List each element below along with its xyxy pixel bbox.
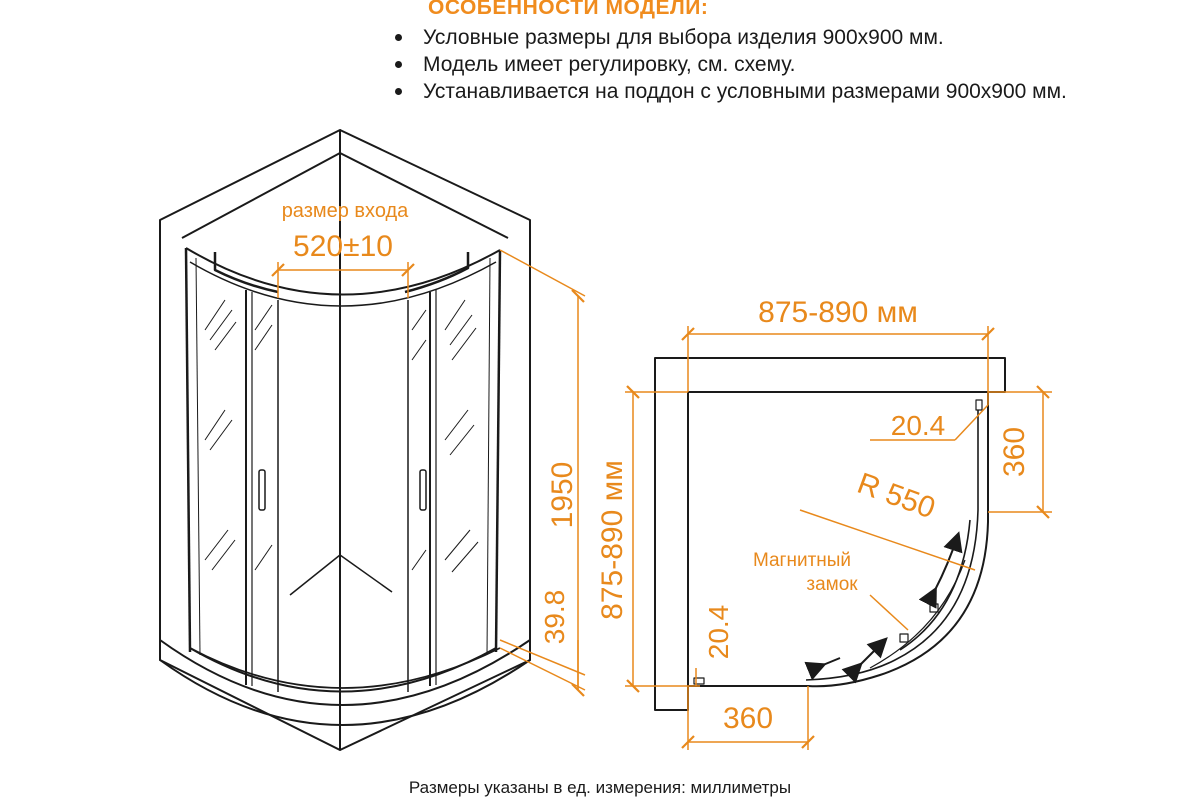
feature-item: Модель имеет регулировку, см. схему.	[395, 51, 1095, 78]
door-handle-right	[419, 469, 427, 511]
footnote: Размеры указаны в ед. измерения: миллиме…	[408, 778, 792, 797]
front-view	[159, 129, 531, 751]
plan-width-value: 875-890 мм	[758, 296, 918, 329]
adjust-arrow-right	[918, 531, 963, 609]
entry-size-value: 520±10	[293, 230, 393, 263]
right-wall-outline	[339, 129, 531, 751]
features-list: Условные размеры для выбора изделия 900х…	[395, 24, 1095, 105]
plan-dimensions	[625, 326, 1052, 750]
tray	[159, 639, 531, 726]
feature-item: Устанавливается на поддон с условными ра…	[395, 78, 1095, 105]
section-title: ОСОБЕННОСТИ МОДЕЛИ:	[428, 0, 709, 19]
radius-value: R 550	[853, 467, 940, 525]
gap-top-value: 20.4	[891, 410, 946, 441]
magnet-label: Магнитный	[753, 550, 851, 571]
bottom-frame	[189, 647, 497, 693]
top-frame	[185, 247, 501, 296]
wall-inner-right	[339, 152, 509, 239]
door-handle-left	[258, 469, 266, 511]
side-bottom-value: 360	[723, 702, 773, 735]
entry-size-label: размер входа	[282, 200, 409, 222]
feature-item: Условные размеры для выбора изделия 900х…	[395, 24, 1095, 51]
gap-left-value: 20.4	[703, 605, 734, 660]
side-top-value: 360	[998, 427, 1031, 477]
tray-height-value: 39.8	[539, 590, 570, 645]
magnet-label-line2: замок	[806, 574, 858, 595]
front-dimensions	[271, 249, 586, 697]
glass-reflections	[204, 299, 479, 573]
height-value: 1950	[546, 462, 579, 529]
adjust-arrow-left	[841, 637, 888, 684]
plan-depth-value: 875-890 мм	[596, 460, 629, 620]
plan-tray	[688, 391, 989, 688]
